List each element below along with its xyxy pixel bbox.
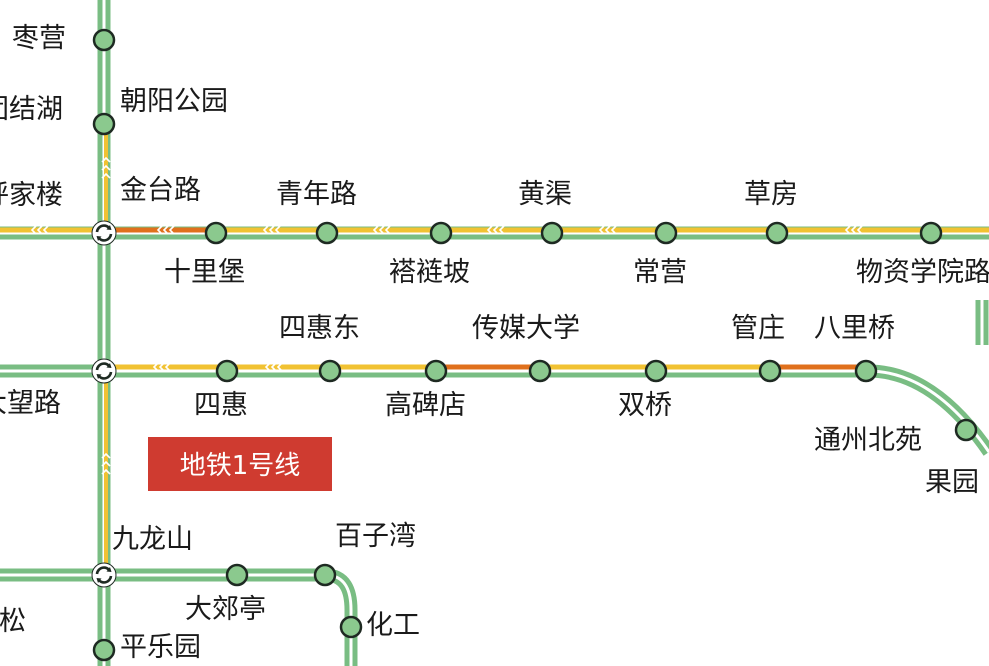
- transfer-stations[interactable]: [91, 220, 117, 588]
- label-dawanglu: 大望路: [0, 388, 61, 419]
- line-legend: 地铁1号线: [148, 437, 332, 491]
- label-tuanjiehu: 团结湖: [0, 94, 63, 125]
- station-qingnianlu[interactable]: [315, 221, 339, 245]
- station-chuluopo[interactable]: [429, 221, 453, 245]
- label-sihui: 四惠: [194, 390, 248, 421]
- station-chuanmei[interactable]: [528, 359, 552, 383]
- label-qingnianlu: 青年路: [276, 179, 357, 210]
- transfer-dawanglu[interactable]: [91, 358, 117, 384]
- label-baiziwan: 百子湾: [335, 521, 416, 552]
- station-sihui[interactable]: [215, 359, 239, 383]
- label-changying: 常营: [633, 257, 687, 288]
- label-balizhuang: 八里桥: [814, 313, 895, 344]
- station-zaoying[interactable]: [92, 28, 116, 52]
- stations[interactable]: [92, 28, 978, 662]
- station-chaoyang-park[interactable]: [92, 112, 116, 136]
- label-caofang: 草房: [744, 179, 798, 210]
- station-labels: 枣营 朝阳公园 团结湖 呼家楼 金台路 青年路 黄渠 草房 十里堡 褡裢坡 常营…: [0, 23, 989, 663]
- station-changying[interactable]: [654, 221, 678, 245]
- label-shuangqiao: 双桥: [618, 390, 672, 421]
- direction-arrows: [30, 156, 863, 475]
- label-hujialou: 呼家楼: [0, 180, 63, 211]
- label-wuzixueyuan: 物资学院路: [856, 257, 989, 288]
- station-huangqu[interactable]: [540, 221, 564, 245]
- station-caofang[interactable]: [765, 221, 789, 245]
- transfer-jintailu[interactable]: [91, 220, 117, 246]
- label-zaoying: 枣营: [12, 23, 66, 54]
- label-pingleyuan: 平乐园: [120, 632, 201, 663]
- label-dajiaoting: 大郊亭: [185, 594, 266, 625]
- station-dajiaoting[interactable]: [225, 563, 249, 587]
- station-shilipu[interactable]: [204, 221, 228, 245]
- label-huagong: 化工: [366, 610, 420, 641]
- label-sihuidong: 四惠东: [279, 313, 360, 344]
- station-baiziwan[interactable]: [313, 563, 337, 587]
- label-jintailu: 金台路: [120, 175, 201, 206]
- station-balizhuang[interactable]: [854, 359, 878, 383]
- label-chuanmei: 传媒大学: [472, 313, 580, 344]
- station-guanzhuang[interactable]: [758, 359, 782, 383]
- label-huangqu: 黄渠: [518, 179, 572, 210]
- station-tongzhou-beiyuan[interactable]: [954, 418, 978, 442]
- vertical-line: [97, 0, 111, 666]
- label-shilipu: 十里堡: [164, 257, 245, 288]
- label-tongzhou-beiyuan: 通州北苑: [814, 425, 922, 456]
- station-gaobeidian[interactable]: [424, 359, 448, 383]
- station-huagong[interactable]: [339, 615, 363, 639]
- label-gaobeidian: 高碑店: [385, 390, 466, 421]
- transfer-jiulongshan[interactable]: [91, 562, 117, 588]
- station-wuzixueyuan[interactable]: [919, 221, 943, 245]
- label-chuluopo: 褡裢坡: [389, 257, 470, 288]
- label-chaoyang-park: 朝阳公园: [120, 86, 228, 117]
- legend-label: 地铁1号线: [180, 451, 301, 481]
- station-shuangqiao[interactable]: [644, 359, 668, 383]
- station-sihuidong[interactable]: [318, 359, 342, 383]
- label-jinsong: 劲松: [0, 606, 26, 637]
- label-guoyuan: 果园: [925, 467, 979, 498]
- label-guanzhuang: 管庄: [731, 313, 785, 344]
- legend-background: [148, 437, 332, 491]
- station-pingleyuan[interactable]: [92, 638, 116, 662]
- label-jiulongshan: 九龙山: [112, 524, 193, 555]
